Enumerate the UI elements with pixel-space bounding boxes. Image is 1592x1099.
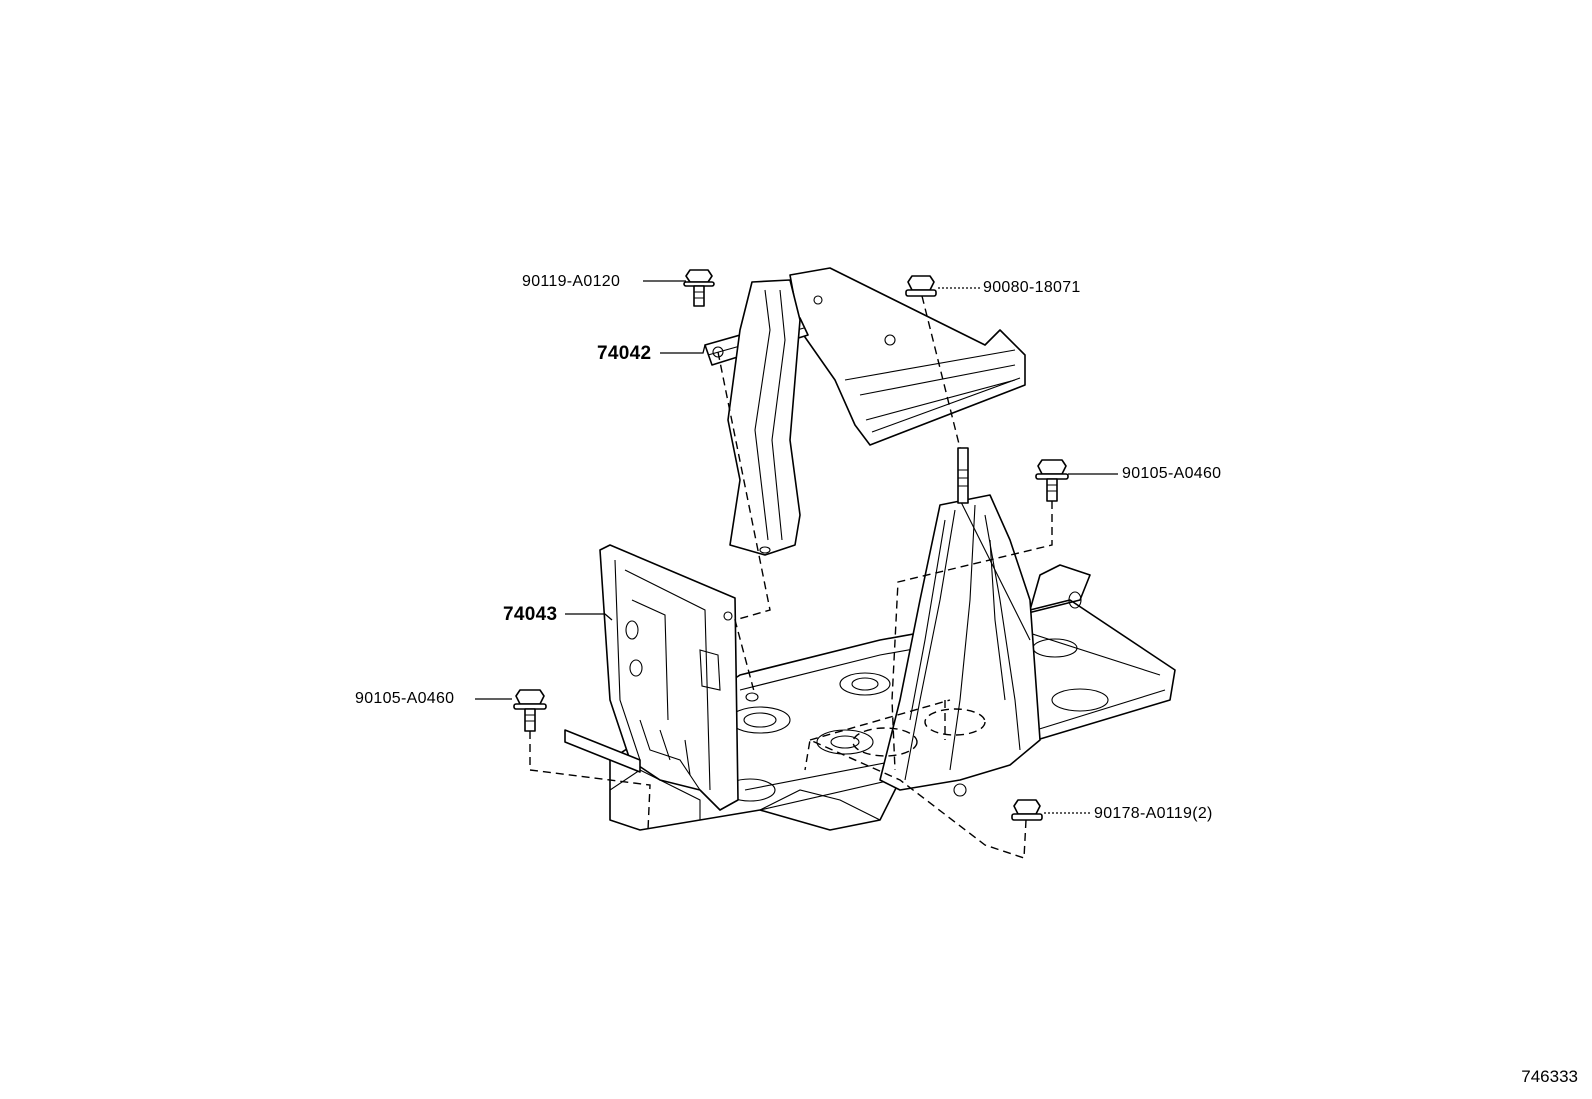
battery-tray-74043 bbox=[564, 447, 1176, 831]
callout-74042: 74042 bbox=[597, 343, 652, 364]
assembly-lines bbox=[529, 295, 1053, 859]
upper-bracket-74042 bbox=[704, 267, 1026, 556]
bolt-90105-a0460-left-icon bbox=[513, 689, 547, 732]
callout-90105-a0460-left: 90105-A0460 bbox=[355, 690, 455, 707]
callout-74043: 74043 bbox=[503, 604, 558, 625]
nut-90080-18071-icon bbox=[905, 275, 937, 297]
nut-90178-a0119-icon bbox=[1011, 799, 1043, 821]
callout-90105-a0460-right: 90105-A0460 bbox=[1122, 465, 1222, 482]
callout-90119-a0120: 90119-A0120 bbox=[522, 273, 621, 290]
leader-lines bbox=[475, 280, 1118, 814]
callout-90080-18071: 90080-18071 bbox=[983, 279, 1081, 296]
bolt-90105-a0460-right-icon bbox=[1035, 459, 1069, 502]
callout-90178-a0119: 90178-A0119(2) bbox=[1094, 805, 1213, 822]
bolt-90119-a0120-icon bbox=[683, 269, 715, 307]
figure-id: 746333 bbox=[1521, 1067, 1578, 1086]
